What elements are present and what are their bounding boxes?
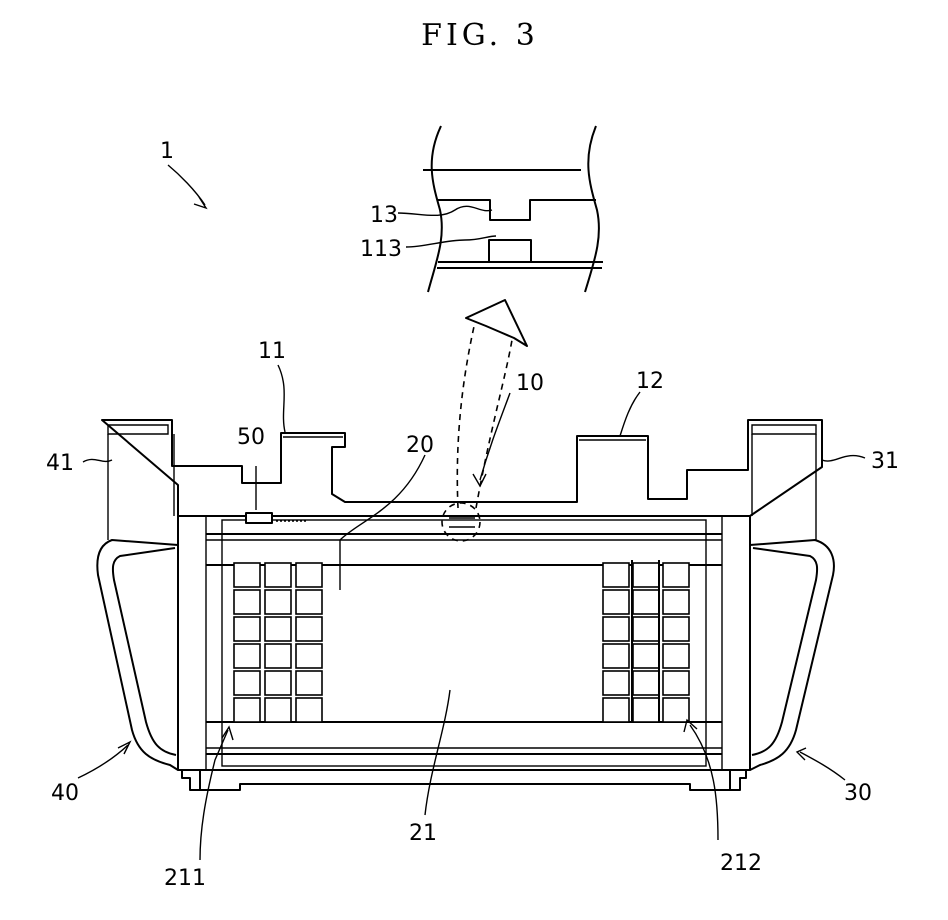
inset-part-13 bbox=[437, 200, 596, 220]
detail-circle bbox=[442, 503, 480, 541]
right-cell-grid bbox=[603, 560, 689, 722]
leader-40 bbox=[78, 745, 128, 778]
left-tank-inner bbox=[113, 548, 176, 755]
part-50 bbox=[246, 513, 272, 523]
label-211: 211 bbox=[164, 866, 206, 891]
label-50: 50 bbox=[237, 425, 265, 450]
right-foot bbox=[730, 770, 746, 790]
leader-lines bbox=[78, 165, 865, 860]
label-21: 21 bbox=[409, 821, 437, 846]
leader-211-arrowhead bbox=[222, 727, 233, 740]
leader-12 bbox=[620, 392, 640, 436]
housing-top-outline bbox=[102, 420, 822, 516]
core-frame-inner2 bbox=[222, 520, 706, 766]
left-foot bbox=[182, 770, 200, 790]
label-10: 10 bbox=[516, 371, 544, 396]
leader-10-arrowhead bbox=[473, 474, 486, 486]
label-1: 1 bbox=[160, 139, 174, 164]
left-cell-grid bbox=[234, 563, 322, 722]
leader-30 bbox=[800, 752, 845, 780]
arrow-dashed-left bbox=[457, 322, 475, 508]
inset-part-113 bbox=[489, 240, 531, 262]
detail-arrow bbox=[457, 300, 527, 508]
core-frame-inner bbox=[206, 516, 722, 770]
label-13: 13 bbox=[370, 203, 398, 228]
core-frame bbox=[178, 516, 750, 770]
leader-1-arrowhead bbox=[194, 197, 206, 208]
figure-title: FIG. 3 bbox=[421, 18, 539, 53]
label-113: 113 bbox=[360, 237, 402, 262]
detail-inset bbox=[423, 126, 603, 292]
leader-20 bbox=[340, 455, 425, 590]
leader-31 bbox=[822, 456, 865, 461]
arrow-head bbox=[466, 300, 527, 346]
label-11: 11 bbox=[258, 339, 286, 364]
right-tower-cap bbox=[752, 425, 816, 434]
label-212: 212 bbox=[720, 851, 762, 876]
leader-21 bbox=[425, 690, 450, 815]
main-housing bbox=[97, 420, 834, 790]
leader-113 bbox=[406, 236, 496, 247]
label-41: 41 bbox=[46, 451, 74, 476]
leader-211 bbox=[200, 730, 228, 860]
leader-11 bbox=[278, 365, 285, 432]
leader-13 bbox=[398, 206, 492, 215]
bottom-base bbox=[200, 770, 730, 790]
right-tank bbox=[750, 540, 834, 770]
leader-212 bbox=[690, 725, 718, 840]
label-31: 31 bbox=[871, 449, 899, 474]
label-20: 20 bbox=[406, 433, 434, 458]
label-30: 30 bbox=[844, 781, 872, 806]
left-tank-30-40 bbox=[97, 540, 178, 770]
label-40: 40 bbox=[51, 781, 79, 806]
leader-10 bbox=[480, 393, 510, 480]
right-tank-inner bbox=[752, 548, 817, 755]
label-12: 12 bbox=[636, 369, 664, 394]
